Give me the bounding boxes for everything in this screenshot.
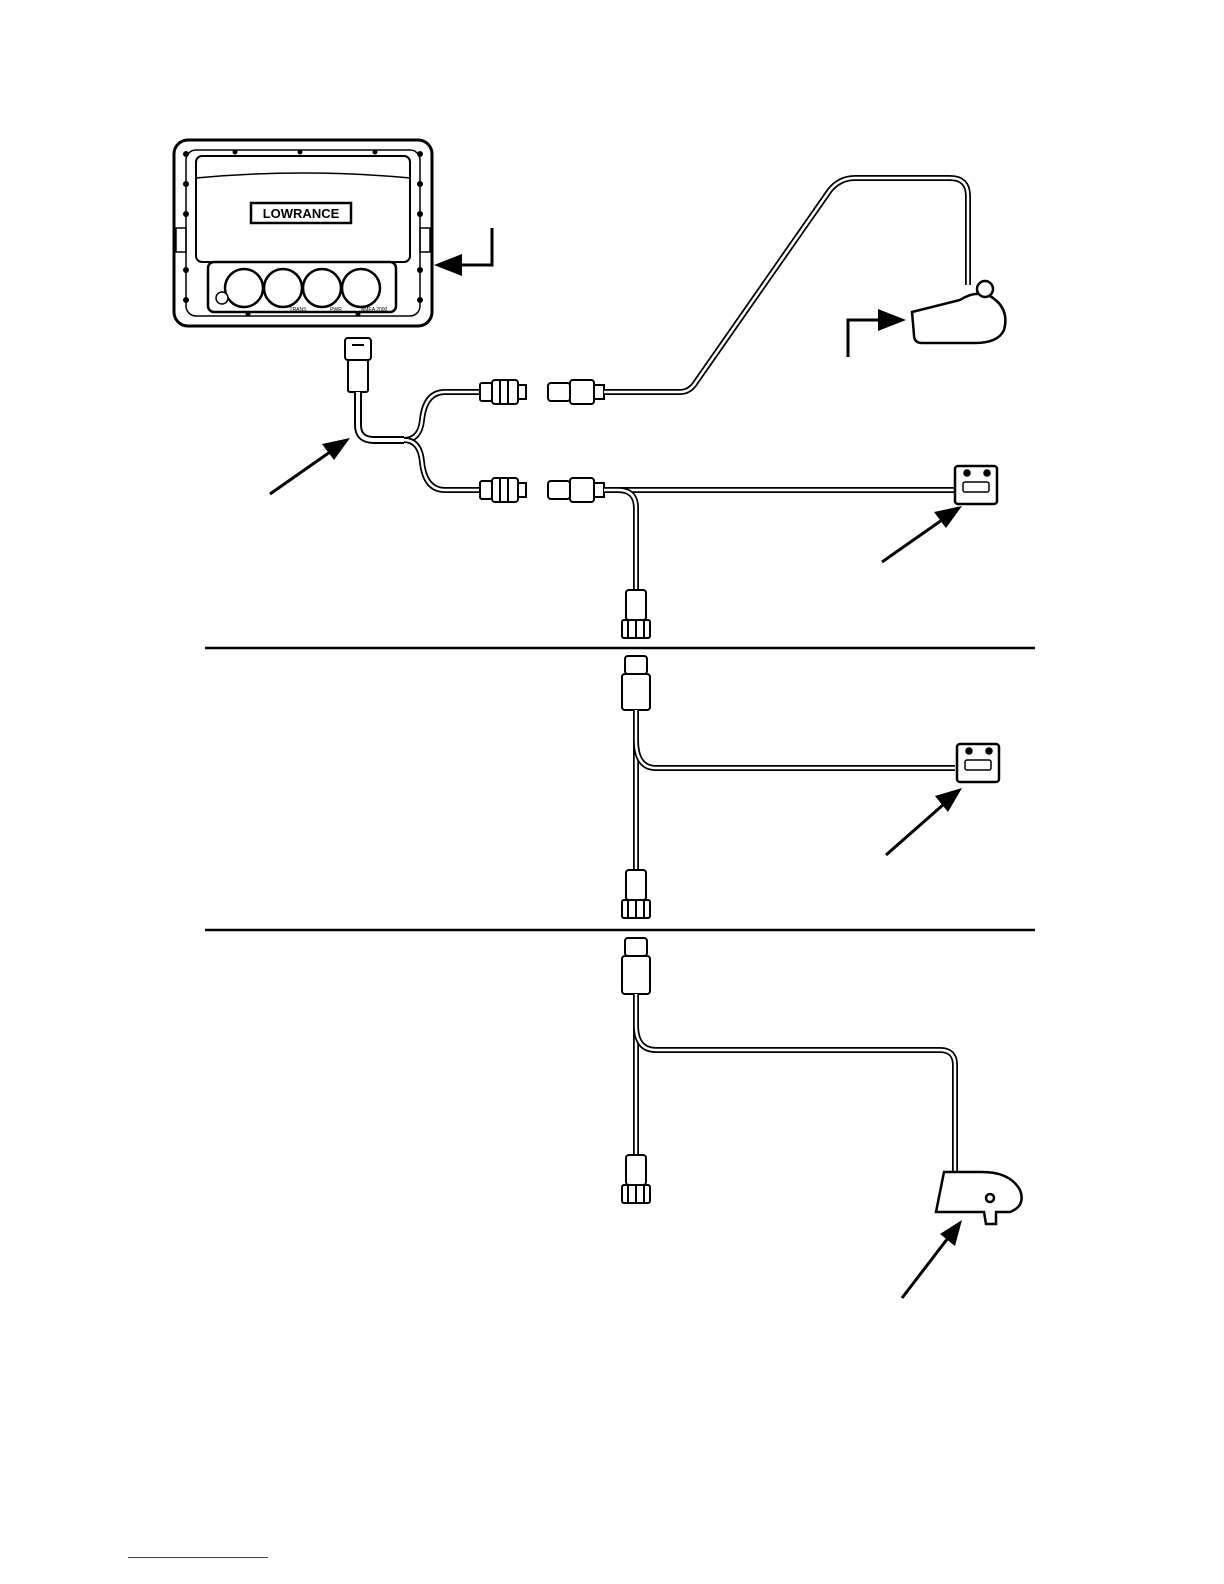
y-cable-icon [358,392,480,490]
transducer-trolling-motor-icon [936,1172,1022,1224]
speed-sensor-lower-icon [957,744,999,782]
port-label-pwr: PWR [330,307,342,313]
ycable-callout-arrow-icon [270,438,350,494]
unit-plug-icon [345,338,371,392]
port-label-nmea: NMEA 2000 [361,307,388,313]
trolling-transducer-arrow-icon [902,1220,962,1298]
port-label-trans: TRANS [290,307,308,313]
transducer-cable [604,178,968,392]
plug-section2-top-icon [622,656,650,710]
unit-callout-arrow-icon [434,228,492,276]
speed-sensor-upper-arrow-icon [882,506,962,562]
section3-cable [636,994,955,1172]
plug-section1-icon [622,590,650,638]
connector-lower-male-icon [480,478,526,502]
speed-sensor-cable [604,490,955,590]
plug-section2-bottom-icon [622,870,650,918]
port-sockets [216,269,380,307]
plug-section3-top-icon [622,938,650,994]
lowrance-logo: LOWRANCE [251,203,351,223]
transducer-callout-arrow-icon [848,309,906,357]
speed-sensor-lower-arrow-icon [886,788,962,855]
footer-rule [128,1557,268,1558]
section2-cable [636,710,955,870]
speed-sensor-upper-icon [955,466,997,504]
plug-section3-bottom-icon [622,1155,650,1203]
display-unit-icon: LOWRANCE TRANS PWR NMEA 2000 [174,140,432,326]
connector-upper-male-icon [480,380,526,404]
connector-lower-female-icon [548,478,604,502]
connector-upper-female-icon [548,380,604,404]
transducer-transom-icon [912,281,1005,343]
brand-label: LOWRANCE [263,206,340,221]
